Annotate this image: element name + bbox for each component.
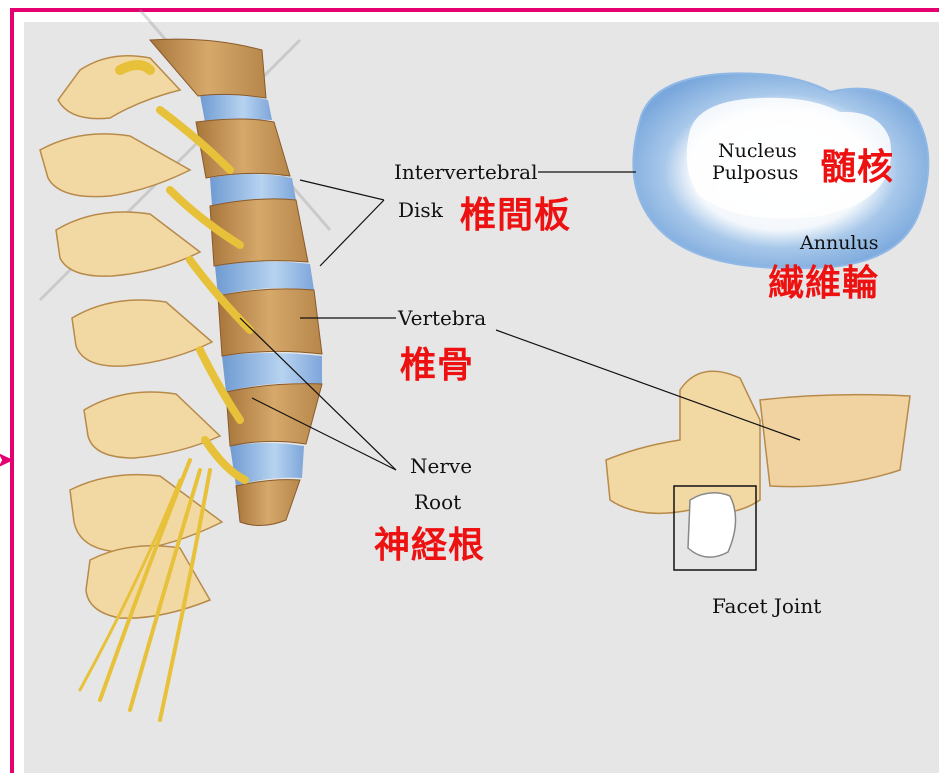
label-root: Root xyxy=(414,490,461,514)
label-nucleus-line1: Nucleus xyxy=(718,140,797,162)
label-disk: Disk xyxy=(398,198,443,222)
label-annulus: Annulus xyxy=(800,232,879,254)
label-annulus-zh: 繊維輪 xyxy=(768,254,879,306)
single-vertebra xyxy=(606,371,910,570)
disk-1 xyxy=(200,94,272,122)
label-intervertebral: Intervertebral xyxy=(394,160,537,184)
label-facet-joint: Facet Joint xyxy=(712,594,821,618)
label-vertebra: Vertebra xyxy=(398,306,486,330)
label-nerve-root-zh: 神経根 xyxy=(374,516,485,568)
label-nerve: Nerve xyxy=(410,454,472,478)
label-vertebra-zh: 椎骨 xyxy=(400,336,474,388)
label-nucleus-line2: Pulposus xyxy=(712,162,798,184)
label-disk-zh: 椎間板 xyxy=(460,186,571,238)
spine-column xyxy=(150,39,322,525)
label-nucleus-zh: 髄核 xyxy=(820,138,894,190)
